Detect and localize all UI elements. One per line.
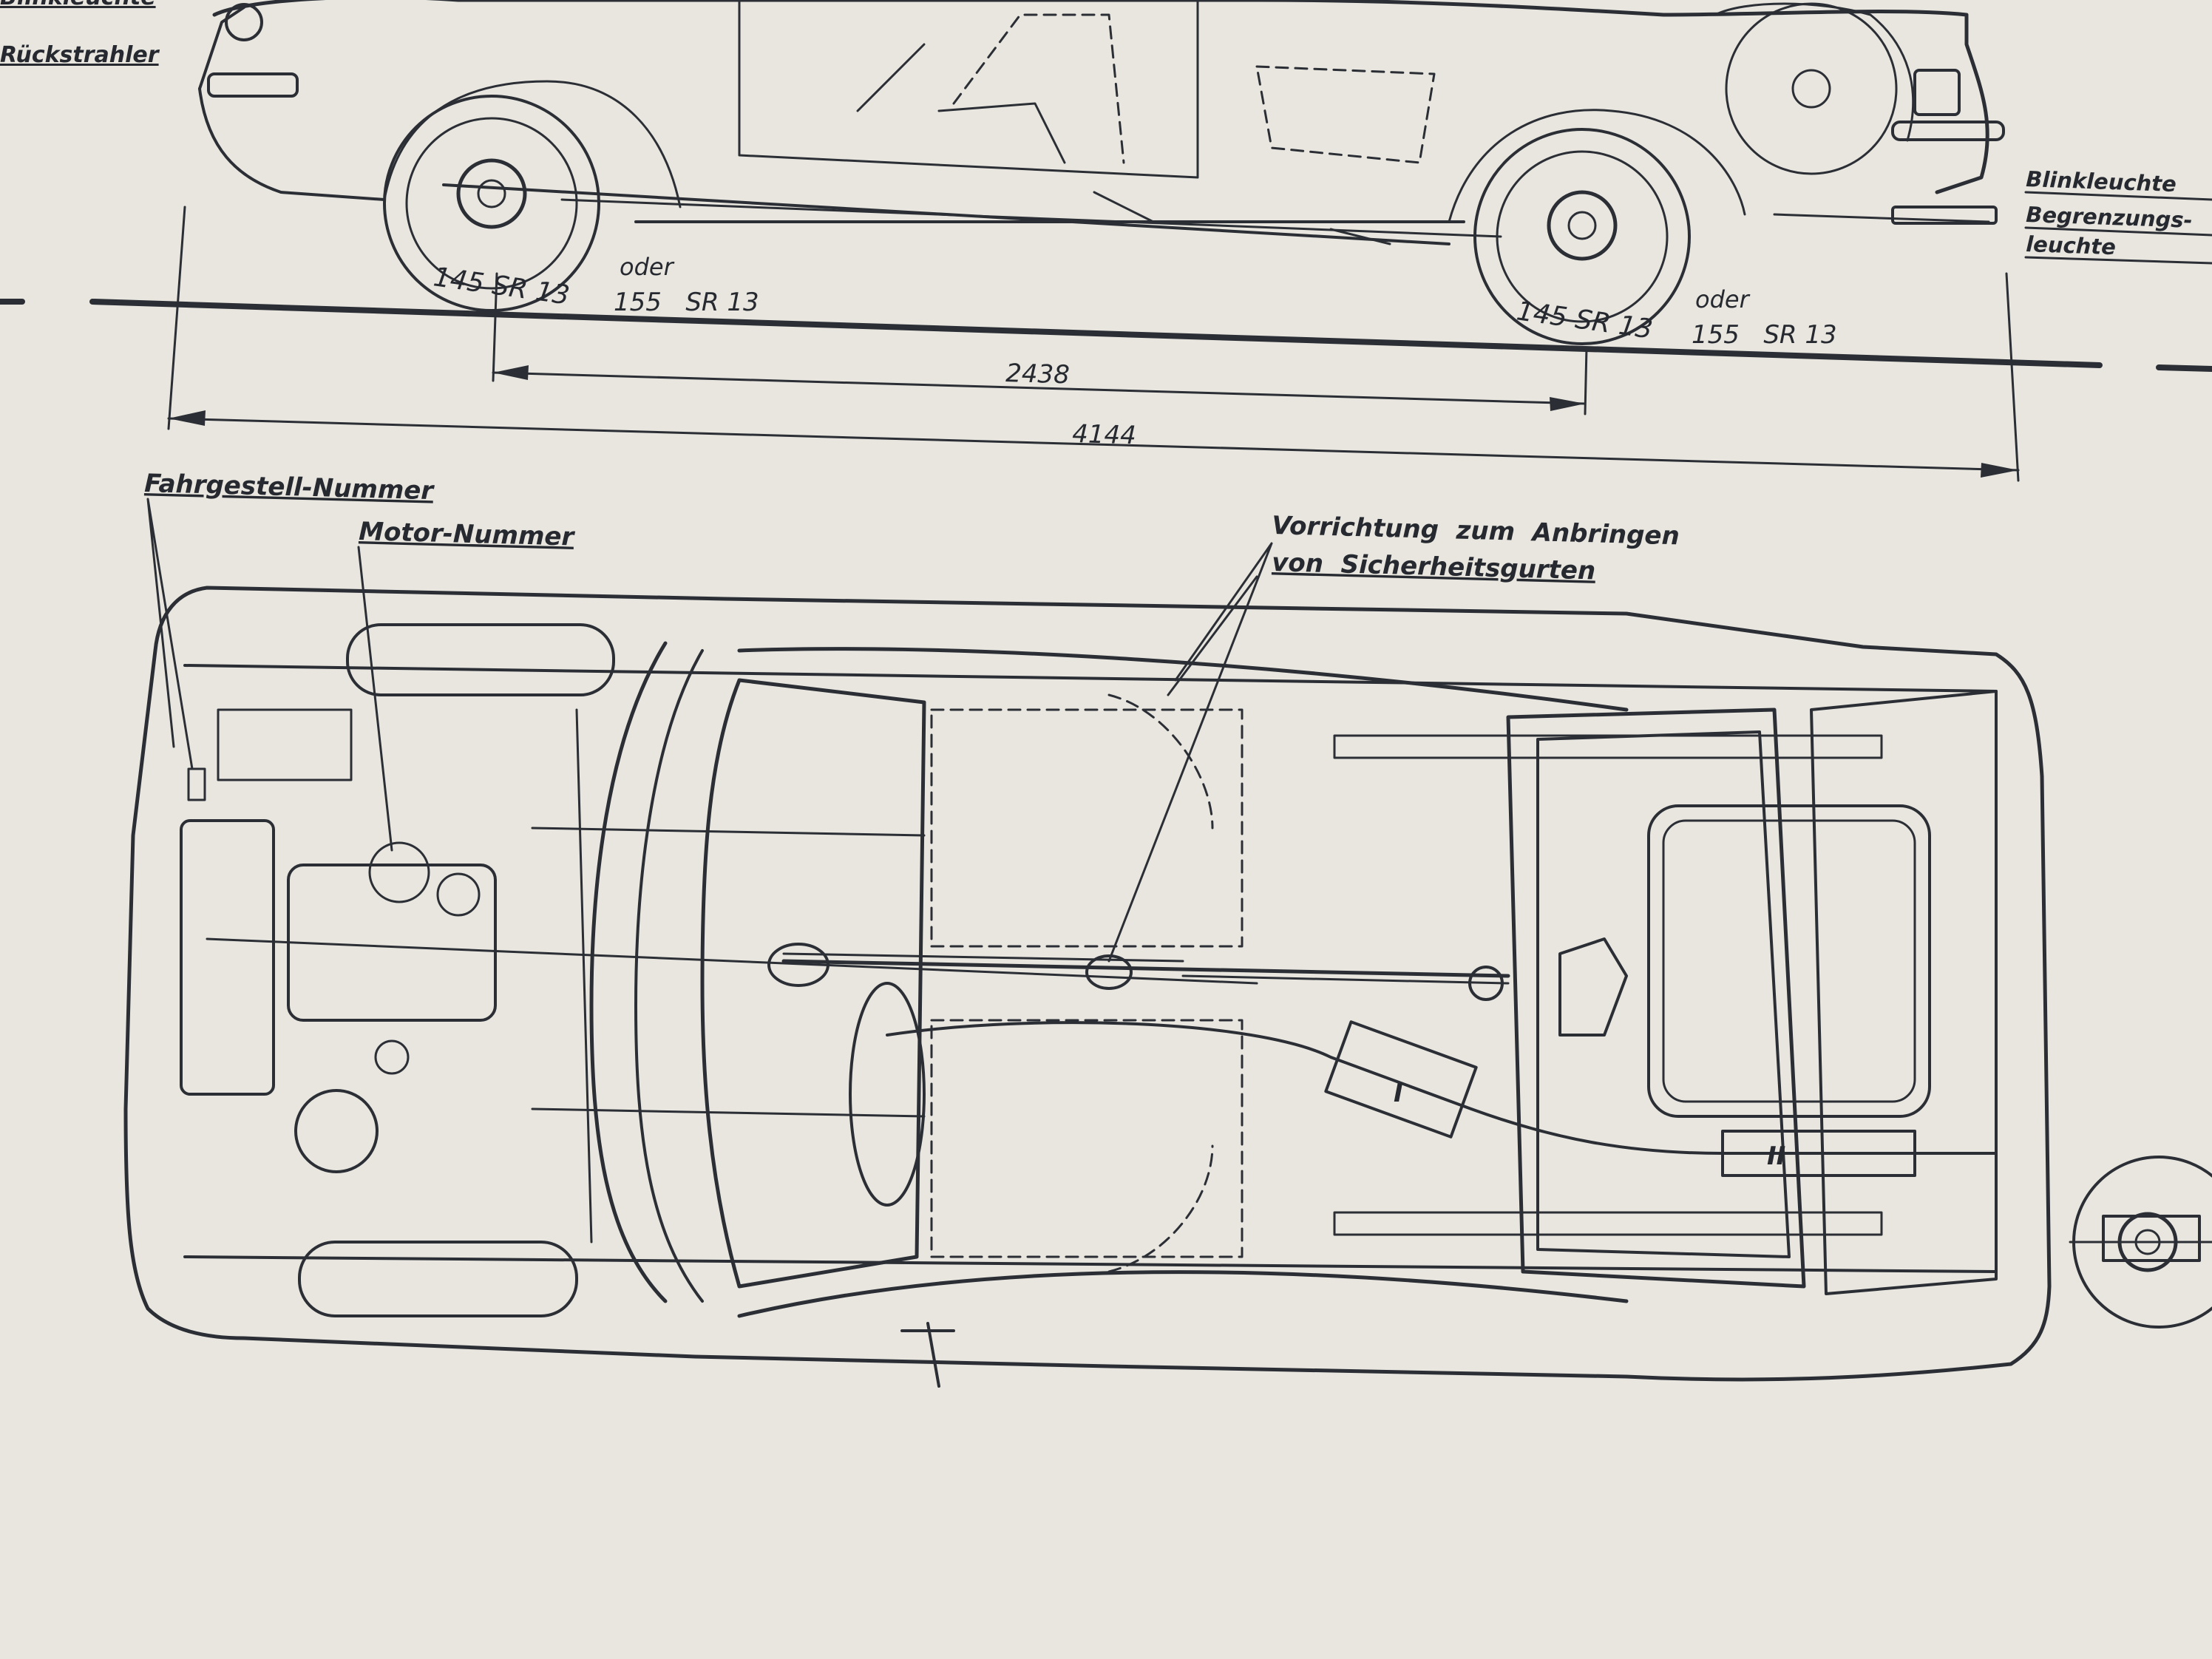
oder-rear-label: oder [1695, 285, 1751, 313]
gurt-label-line1: Vorrichtung zum Anbringen [1272, 511, 1680, 551]
motor-nummer-label: Motor-Nummer [359, 517, 576, 552]
plan-view [123, 586, 2212, 1388]
gurt-label-line2: von Sicherheitsgurten [1272, 548, 1596, 586]
tire-front-alt-label: 155 SR 13 [614, 288, 759, 317]
overall-length-dimension: 4144 [1072, 419, 1137, 450]
side-view [198, 0, 2005, 345]
tire-rear-alt-label: 155 SR 13 [1692, 320, 1837, 350]
motor-leader [357, 546, 393, 852]
rueckstrahler-label: Rückstrahler [0, 42, 160, 68]
begrenzungs-label: Begrenzungs- [2026, 202, 2193, 233]
dimension-lines [167, 206, 2020, 482]
blinkleuchte-label: Blinkleuchte [2026, 166, 2177, 197]
wheelbase-dimension: 2438 [1005, 359, 1071, 390]
ground-line [0, 299, 2212, 372]
top-cut-label: Blinkleuchte [0, 0, 156, 10]
fahrgestell-nummer-label: Fahrgestell-Nummer [144, 469, 435, 506]
fahrgestell-leader [146, 498, 194, 770]
gurt-leader [1107, 542, 1273, 963]
oder-front-label: oder [620, 253, 675, 281]
muffler-2-label: II [1767, 1141, 1785, 1171]
muffler-1-label: I [1394, 1079, 1403, 1108]
leuchte-label: leuchte [2026, 231, 2117, 259]
lamp-label-underlines [2024, 191, 2212, 265]
